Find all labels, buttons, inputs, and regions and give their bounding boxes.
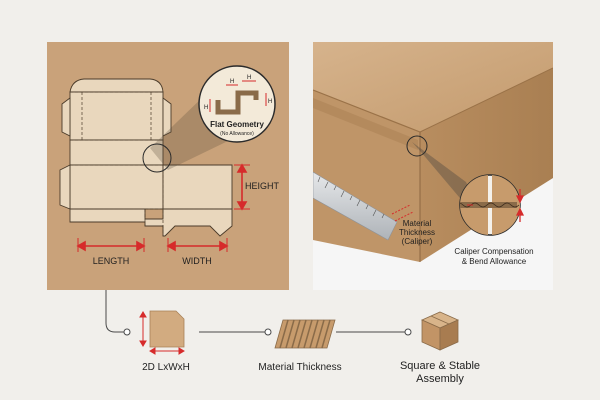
- flat-profile-shape: [215, 90, 259, 115]
- callout-mark-3: H: [230, 79, 234, 85]
- label-width: WIDTH: [182, 256, 212, 266]
- right-panel: Material Thickness (Caliper) Caliper Com: [313, 42, 553, 290]
- dieline-magnifier-ring: [142, 143, 172, 173]
- process-flow: 2D LxWxH Material Thickness: [105, 290, 459, 373]
- material-thickness-label-line-1: Material: [403, 219, 432, 228]
- dimension-width: [166, 238, 229, 252]
- callout-title: Flat Geometry: [210, 120, 264, 129]
- dieline-lid: [69, 91, 164, 141]
- dimension-height: [234, 163, 250, 211]
- box-icon: [421, 311, 459, 351]
- flow-connector-start: [105, 290, 124, 333]
- dimension-length: [76, 238, 146, 252]
- left-panel: LENGTH WIDTH HEIGHT: [47, 42, 289, 290]
- callout-mark-2: H: [268, 99, 272, 105]
- callout-mark-4: H: [247, 75, 251, 81]
- dieline-lid-tab-left: [61, 97, 71, 137]
- dieline-lid-tab-right: [162, 97, 172, 137]
- dieline-base-flap-left: [59, 164, 71, 210]
- box-top-face: [313, 42, 553, 132]
- box-dieline: [59, 78, 233, 237]
- flat-template-icon: [139, 310, 185, 355]
- flow-step-2-label: Material Thickness: [258, 362, 341, 373]
- corrugated-board-icon: [274, 319, 336, 349]
- dieline-base: [69, 164, 164, 210]
- callout-mark-1: H: [204, 105, 208, 111]
- flow-node-3: [404, 328, 412, 336]
- edge-magnifier-ring: [406, 135, 428, 157]
- dieline-back-wall: [69, 139, 164, 166]
- callout-subtitle: (No Allowance): [220, 131, 254, 137]
- flow-node-2: [264, 328, 272, 336]
- dieline-side-panel: [162, 164, 233, 210]
- flow-node-1: [123, 328, 131, 336]
- fold-lines: [70, 91, 232, 236]
- flow-step-3-label: Square & Stable Assembly: [399, 360, 481, 385]
- label-length: LENGTH: [93, 256, 130, 266]
- material-thickness-label-line-3: (Caliper): [402, 237, 433, 246]
- dieline-top-flap: [69, 78, 164, 93]
- flow-step-1-label: 2D LxWxH: [142, 362, 190, 373]
- material-thickness-label-line-2: Thickness: [399, 228, 435, 237]
- label-height: HEIGHT: [245, 181, 280, 191]
- caliper-label-line-1: Caliper Compensation: [454, 247, 533, 256]
- corrugated-flute: [460, 202, 517, 208]
- steel-ruler: [313, 171, 398, 241]
- caliper-label-line-2: & Bend Allowance: [462, 257, 527, 266]
- flat-geometry-callout: H H H H Flat Geometry (No Allowance): [198, 65, 276, 143]
